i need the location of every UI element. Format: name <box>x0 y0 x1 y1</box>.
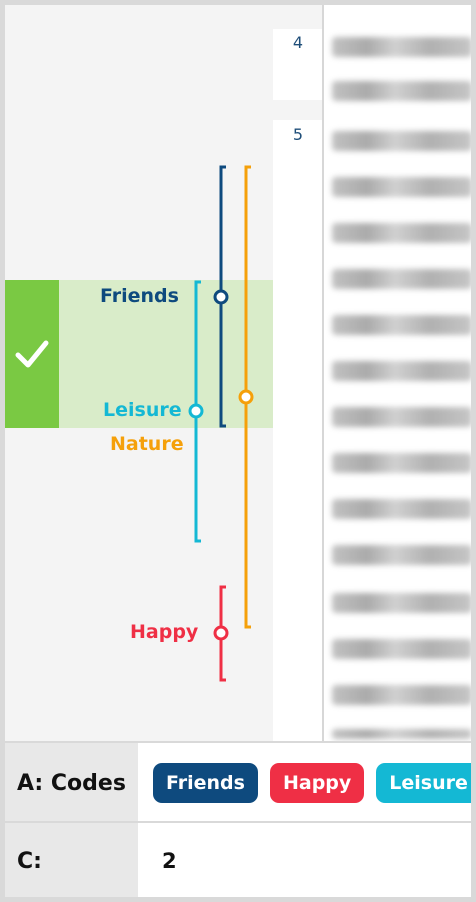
attribute-table: A: Codes Friends Happy Leisure C: 2 <box>5 741 471 897</box>
gutter-spacer <box>273 5 323 29</box>
blurred-text-line <box>332 453 471 473</box>
blurred-text-line <box>332 499 471 519</box>
nature-bracket-handle <box>238 389 254 405</box>
code-label-nature[interactable]: Nature <box>110 433 184 455</box>
blurred-text-line <box>332 177 471 197</box>
gutter-spacer <box>273 100 323 120</box>
row-label: A: Codes <box>5 743 138 823</box>
transcript-text-pane[interactable] <box>324 5 471 741</box>
line-number: 4 <box>292 33 304 52</box>
code-label-happy[interactable]: Happy <box>130 621 199 643</box>
friends-bracket-handle <box>213 289 229 305</box>
friends-bracket[interactable] <box>213 165 229 428</box>
blurred-text-line <box>332 593 471 613</box>
line-number: 5 <box>292 125 304 144</box>
row-value[interactable]: 2 <box>162 849 177 873</box>
selected-segment-highlight[interactable] <box>59 280 273 428</box>
attribute-row-c: C: 2 <box>5 821 471 897</box>
code-label-friends[interactable]: Friends <box>100 285 179 307</box>
code-chip-list: Friends Happy Leisure <box>153 763 471 803</box>
code-label-leisure[interactable]: Leisure <box>103 399 182 421</box>
check-icon <box>15 340 49 368</box>
happy-bracket[interactable] <box>213 585 229 682</box>
line-number-gutter <box>273 5 323 741</box>
blurred-text-line <box>332 639 471 659</box>
nature-bracket[interactable] <box>238 165 254 629</box>
leisure-bracket-handle <box>188 403 204 419</box>
code-chip-leisure[interactable]: Leisure <box>376 763 471 803</box>
blurred-text-line <box>332 223 471 243</box>
blurred-text-line <box>332 269 471 289</box>
code-chip-happy[interactable]: Happy <box>269 763 365 803</box>
code-chip-friends[interactable]: Friends <box>153 763 258 803</box>
attribute-row-codes: A: Codes Friends Happy Leisure <box>5 741 471 823</box>
blurred-text-line <box>332 729 471 739</box>
blurred-text-line <box>332 37 471 57</box>
blurred-text-line <box>332 81 471 101</box>
blurred-text-line <box>332 131 471 151</box>
blurred-text-line <box>332 361 471 381</box>
blurred-text-line <box>332 685 471 705</box>
code-brackets <box>188 165 254 682</box>
blurred-text-line <box>332 545 471 565</box>
blurred-text-line <box>332 407 471 427</box>
segment-check-toggle[interactable] <box>5 280 59 428</box>
row-label: C: <box>5 823 138 897</box>
leisure-bracket[interactable] <box>188 280 204 543</box>
gutter-divider <box>322 5 324 741</box>
happy-bracket-handle <box>213 625 229 641</box>
blurred-text-line <box>332 315 471 335</box>
